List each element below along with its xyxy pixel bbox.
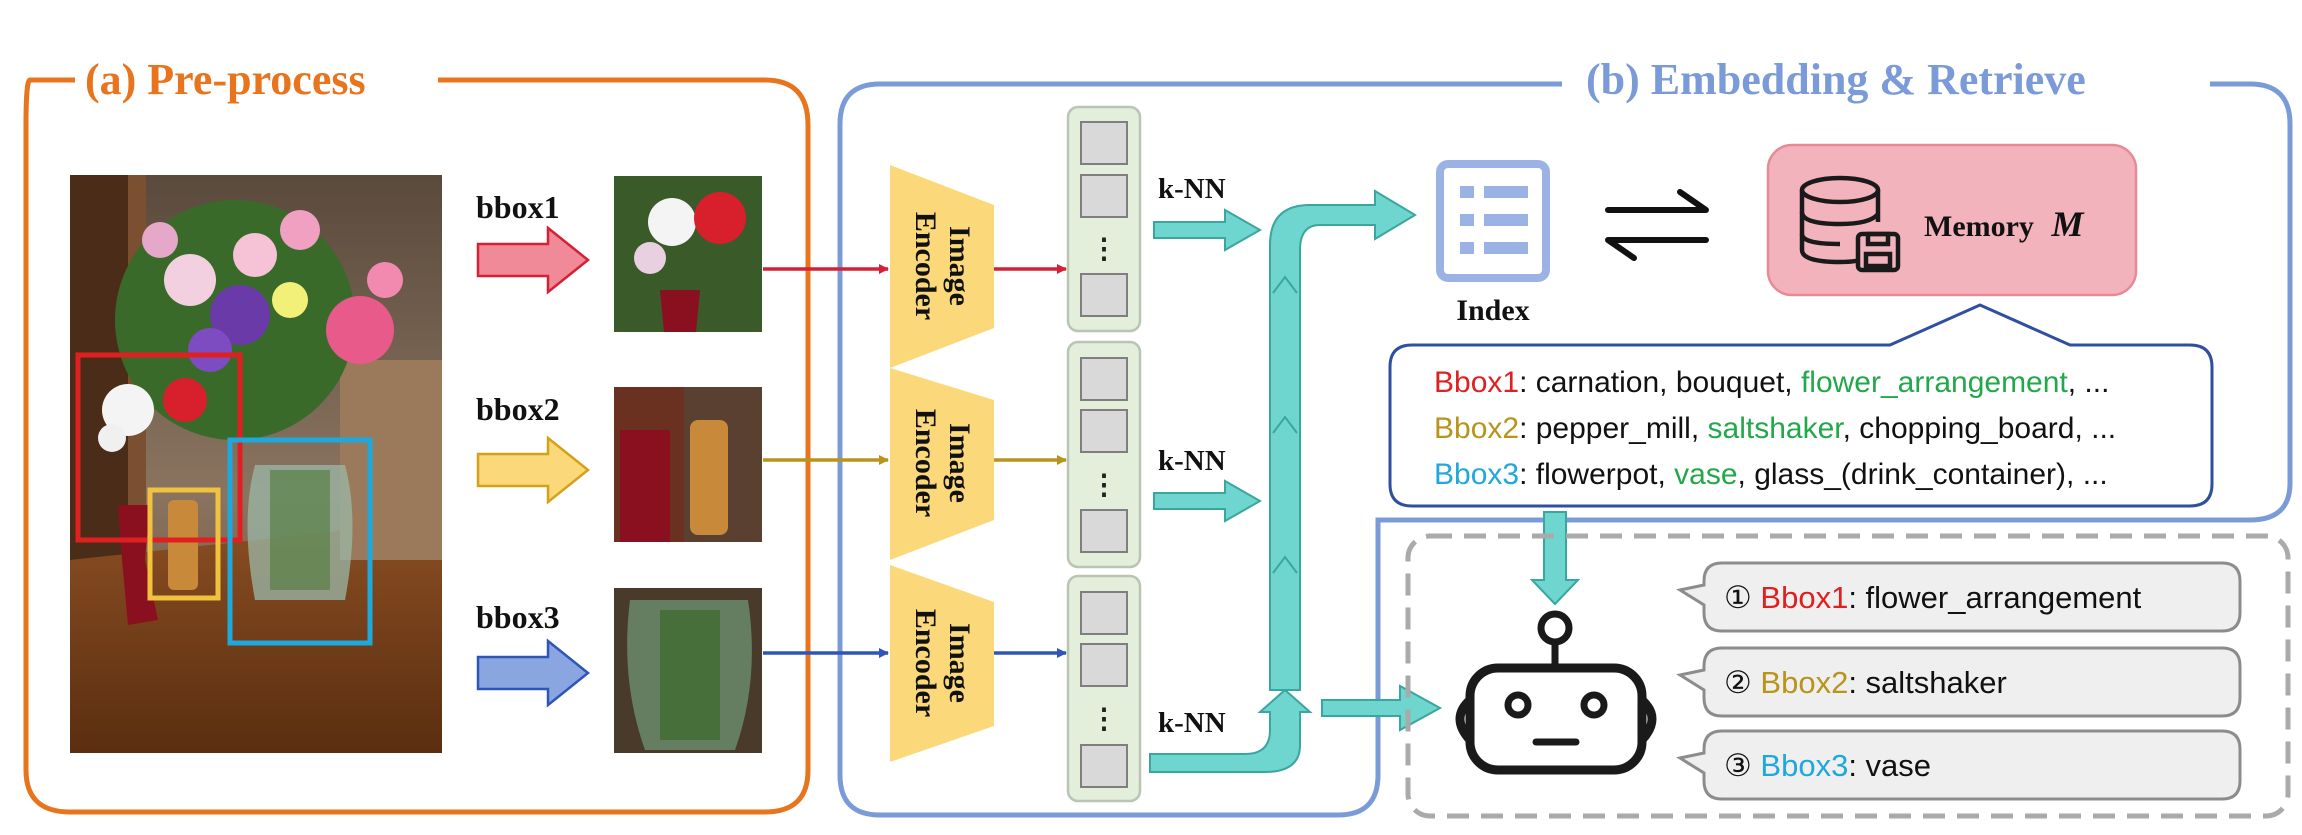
panel-a-frame xyxy=(23,77,811,815)
bbox2-crop-arrow xyxy=(476,435,591,505)
matched-category: saltshaker xyxy=(1708,412,1845,445)
knn-arrow-2 xyxy=(1153,479,1263,523)
output-row: ③ Bbox3: vase xyxy=(1724,748,1931,783)
matched-category: flower_arrangement xyxy=(1801,366,2068,399)
bbox3-crop-arrow xyxy=(476,638,591,708)
output-row: ① Bbox1: flower_arrangement xyxy=(1724,580,2142,615)
image-encoder-1: Image Encoder xyxy=(890,165,994,368)
knn-label-1: k-NN xyxy=(1158,173,1226,205)
svg-text:⋮: ⋮ xyxy=(1090,234,1118,265)
panel-b-frame xyxy=(837,81,2293,818)
bbox1-crop-arrow xyxy=(476,225,591,295)
knn-arrow-1 xyxy=(1153,208,1263,252)
candidate-category: pepper_mill, xyxy=(1536,412,1708,445)
retrieval-row: Bbox3: flowerpot, vase, glass_(drink_con… xyxy=(1434,458,2108,491)
output-label: : flower_arrangement xyxy=(1848,580,2141,615)
bbox1-label: bbox1 xyxy=(476,189,560,225)
results-to-agent-arrow xyxy=(1529,511,1581,606)
bbox3-outline xyxy=(227,437,373,646)
bbox-tag: Bbox1 xyxy=(1434,366,1519,399)
index-icon xyxy=(1436,160,1550,282)
candidate-category: , chopping_board, ... xyxy=(1843,412,2117,445)
exchange-arrows-icon xyxy=(1605,189,1709,261)
database-icon xyxy=(1799,175,1901,273)
bbox-tag: Bbox1 xyxy=(1760,580,1848,615)
panel-b-title: (b) Embedding & Retrieve xyxy=(1586,55,2086,104)
output-bubble-1 xyxy=(1676,561,2242,633)
memory-symbol: M xyxy=(2050,204,2085,244)
panel-a-title: (a) Pre-process xyxy=(85,55,366,104)
matched-category: vase xyxy=(1674,458,1737,491)
image-encoder-3: Image Encoder xyxy=(890,565,994,762)
svg-text:Image: Image xyxy=(943,623,976,703)
bbox-tag: Bbox3 xyxy=(1760,748,1848,783)
bbox-tag: Bbox3 xyxy=(1434,458,1519,491)
memory-label: Memory xyxy=(1924,210,2034,243)
svg-text:Encoder: Encoder xyxy=(909,409,942,517)
knn-label-2: k-NN xyxy=(1158,445,1226,477)
index-label: Index xyxy=(1456,294,1529,327)
bbox3-label: bbox3 xyxy=(476,599,560,635)
output-label: : saltshaker xyxy=(1848,665,2007,700)
embedding-vector-1: ⋮ xyxy=(1066,105,1142,333)
svg-text:⋮: ⋮ xyxy=(1090,704,1118,735)
knn-arrow-3-to-vertical xyxy=(1149,688,1313,773)
svg-text:Encoder: Encoder xyxy=(909,212,942,320)
svg-text:Memory M: Memory M xyxy=(1924,204,2085,244)
retrieval-collector-arrow xyxy=(1269,189,1417,691)
output-bubble-3 xyxy=(1676,729,2242,801)
final-outputs: ① Bbox1: flower_arrangement ② Bbox2: salt… xyxy=(1724,580,2142,783)
crop-bbox1 xyxy=(614,176,762,332)
embedding-vector-3: ⋮ xyxy=(1066,574,1142,803)
panel-a-preprocess: (a) Pre-process xyxy=(23,55,811,815)
embedding-vector-2: ⋮ xyxy=(1066,340,1142,569)
panel-b-embedding: (b) Embedding & Retrieve Image Encoder I… xyxy=(763,55,2293,818)
bbox2-label: bbox2 xyxy=(476,391,560,427)
input-photo xyxy=(70,175,442,753)
knn-label-3: k-NN xyxy=(1158,707,1226,739)
svg-text:Encoder: Encoder xyxy=(909,609,942,717)
output-index: ② xyxy=(1724,665,1760,700)
image-encoder-2: Image Encoder xyxy=(890,368,994,560)
output-index: ③ xyxy=(1724,748,1760,783)
output-index: ① xyxy=(1724,580,1760,615)
retrieval-row: Bbox2: pepper_mill, saltshaker, chopping… xyxy=(1434,412,2116,445)
svg-text:Image: Image xyxy=(943,423,976,503)
agent-output-panel: ① Bbox1: flower_arrangement ② Bbox2: salt… xyxy=(1405,533,2291,819)
svg-text:⋮: ⋮ xyxy=(1090,470,1118,501)
candidate-category: flowerpot, xyxy=(1536,458,1674,491)
bbox-tag: Bbox2 xyxy=(1760,665,1848,700)
candidate-category: , ... xyxy=(2068,366,2110,399)
candidate-category: , glass_(drink_container), ... xyxy=(1738,458,2108,491)
retrieval-row: Bbox1: carnation, bouquet, flower_arrang… xyxy=(1434,366,2109,399)
bbox1-outline xyxy=(75,352,243,543)
memory-store: Memory M xyxy=(1766,143,2138,297)
bbox2-outline xyxy=(147,487,221,601)
robot-agent-icon xyxy=(1455,610,1657,775)
bbox-tag: Bbox2 xyxy=(1434,412,1519,445)
candidate-category: carnation, bouquet, xyxy=(1536,366,1801,399)
retrieval-results-bubble xyxy=(1388,303,2214,508)
output-row: ② Bbox2: saltshaker xyxy=(1724,665,2007,700)
to-agent-arrow xyxy=(1321,684,1443,732)
crop-bbox3 xyxy=(614,588,762,753)
crop-bbox2 xyxy=(614,387,762,542)
retrieval-results: Bbox1: carnation, bouquet, flower_arrang… xyxy=(1434,366,2116,491)
svg-text:Image: Image xyxy=(943,226,976,306)
output-label: : vase xyxy=(1848,748,1931,783)
output-bubble-2 xyxy=(1676,646,2242,718)
